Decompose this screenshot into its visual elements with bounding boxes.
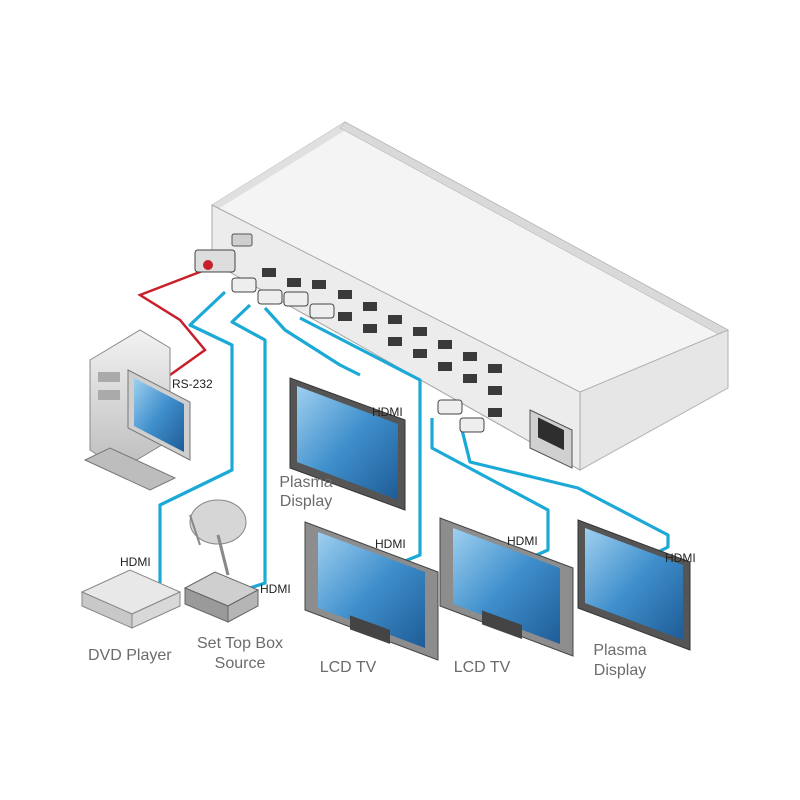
monitor-screen [134, 378, 184, 452]
plasma2-caption-line2: Display [594, 662, 646, 679]
hdmi-cables [158, 290, 670, 590]
matrix-switcher-unit [211, 121, 729, 471]
set-top-box [183, 571, 260, 623]
plasma2-caption-line1: Plasma [593, 642, 646, 659]
plasma1-caption-line2: Display [280, 493, 332, 510]
stb-caption-line2: Source [215, 655, 266, 672]
hdmi-label-lcd2: HDMI [507, 534, 538, 548]
plasma-display-2 [577, 519, 691, 651]
rs232-cable [137, 268, 207, 377]
hdmi-label-plasma1: HDMI [372, 405, 403, 419]
lcd1-caption: LCD TV [320, 659, 377, 676]
dvd-player-caption: DVD Player [88, 647, 172, 664]
hdmi-label-stb: HDMI [260, 582, 291, 596]
hdmi-plugs [231, 277, 485, 433]
hdmi-port-grid [262, 268, 502, 417]
plasma1-caption-line1: Plasma [279, 474, 332, 491]
lcd2-caption: LCD TV [454, 659, 511, 676]
satellite-dish [189, 499, 247, 576]
computer [83, 329, 191, 491]
db9-connector [194, 249, 236, 273]
hdmi-label-plasma2: HDMI [665, 551, 696, 565]
hdmi-label-dvd: HDMI [120, 555, 151, 569]
stb-caption-line1: Set Top Box [197, 635, 283, 652]
serial-port [231, 233, 253, 247]
dvd-player [80, 569, 182, 629]
power-socket [529, 409, 573, 469]
rs232-label: RS-232 [172, 377, 213, 391]
plasma-display-1 [289, 377, 406, 511]
lcd-tv-2 [439, 517, 574, 657]
lcd-tv-1 [304, 521, 439, 661]
hdmi-label-lcd1: HDMI [375, 537, 406, 551]
